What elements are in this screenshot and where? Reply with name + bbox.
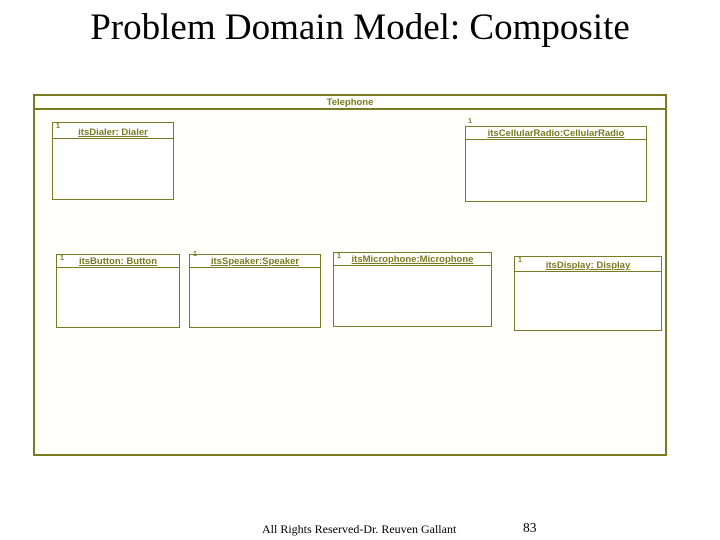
object-label-speaker: itsSpeaker:Speaker	[190, 255, 320, 268]
object-label-button: itsButton: Button	[57, 255, 179, 268]
multiplicity-label: 1	[193, 251, 197, 258]
multiplicity-label: 1	[56, 123, 60, 130]
footer-copyright: All Rights Reserved-Dr. Reuven Gallant	[262, 522, 457, 536]
object-box-dialer: 1 itsDialer: Dialer	[52, 122, 174, 200]
multiplicity-label: 1	[337, 253, 341, 260]
object-box-button: 1 itsButton: Button	[56, 254, 180, 328]
multiplicity-label: 1	[518, 257, 522, 264]
page-number: 83	[523, 520, 537, 535]
multiplicity-label: 1	[468, 118, 472, 125]
page-title: Problem Domain Model: Composite	[90, 7, 630, 48]
object-label-cellular-radio: itsCellularRadio:CellularRadio	[466, 127, 646, 140]
object-box-cellular-radio: 1 itsCellularRadio:CellularRadio	[465, 118, 647, 202]
object-label-microphone: itsMicrophone:Microphone	[334, 253, 491, 266]
object-box-microphone: 1 itsMicrophone:Microphone	[333, 252, 492, 327]
object-box-display: 1 itsDisplay: Display	[514, 256, 662, 331]
diagram-frame-title: Telephone	[35, 96, 665, 110]
telephone-composite-diagram: Telephone 1 itsDialer: Dialer 1 itsCellu…	[33, 94, 667, 456]
object-label-display: itsDisplay: Display	[515, 257, 661, 272]
multiplicity-label: 1	[60, 255, 64, 262]
object-box-speaker: 1 itsSpeaker:Speaker	[189, 251, 321, 328]
object-label-dialer: itsDialer: Dialer	[53, 123, 173, 139]
